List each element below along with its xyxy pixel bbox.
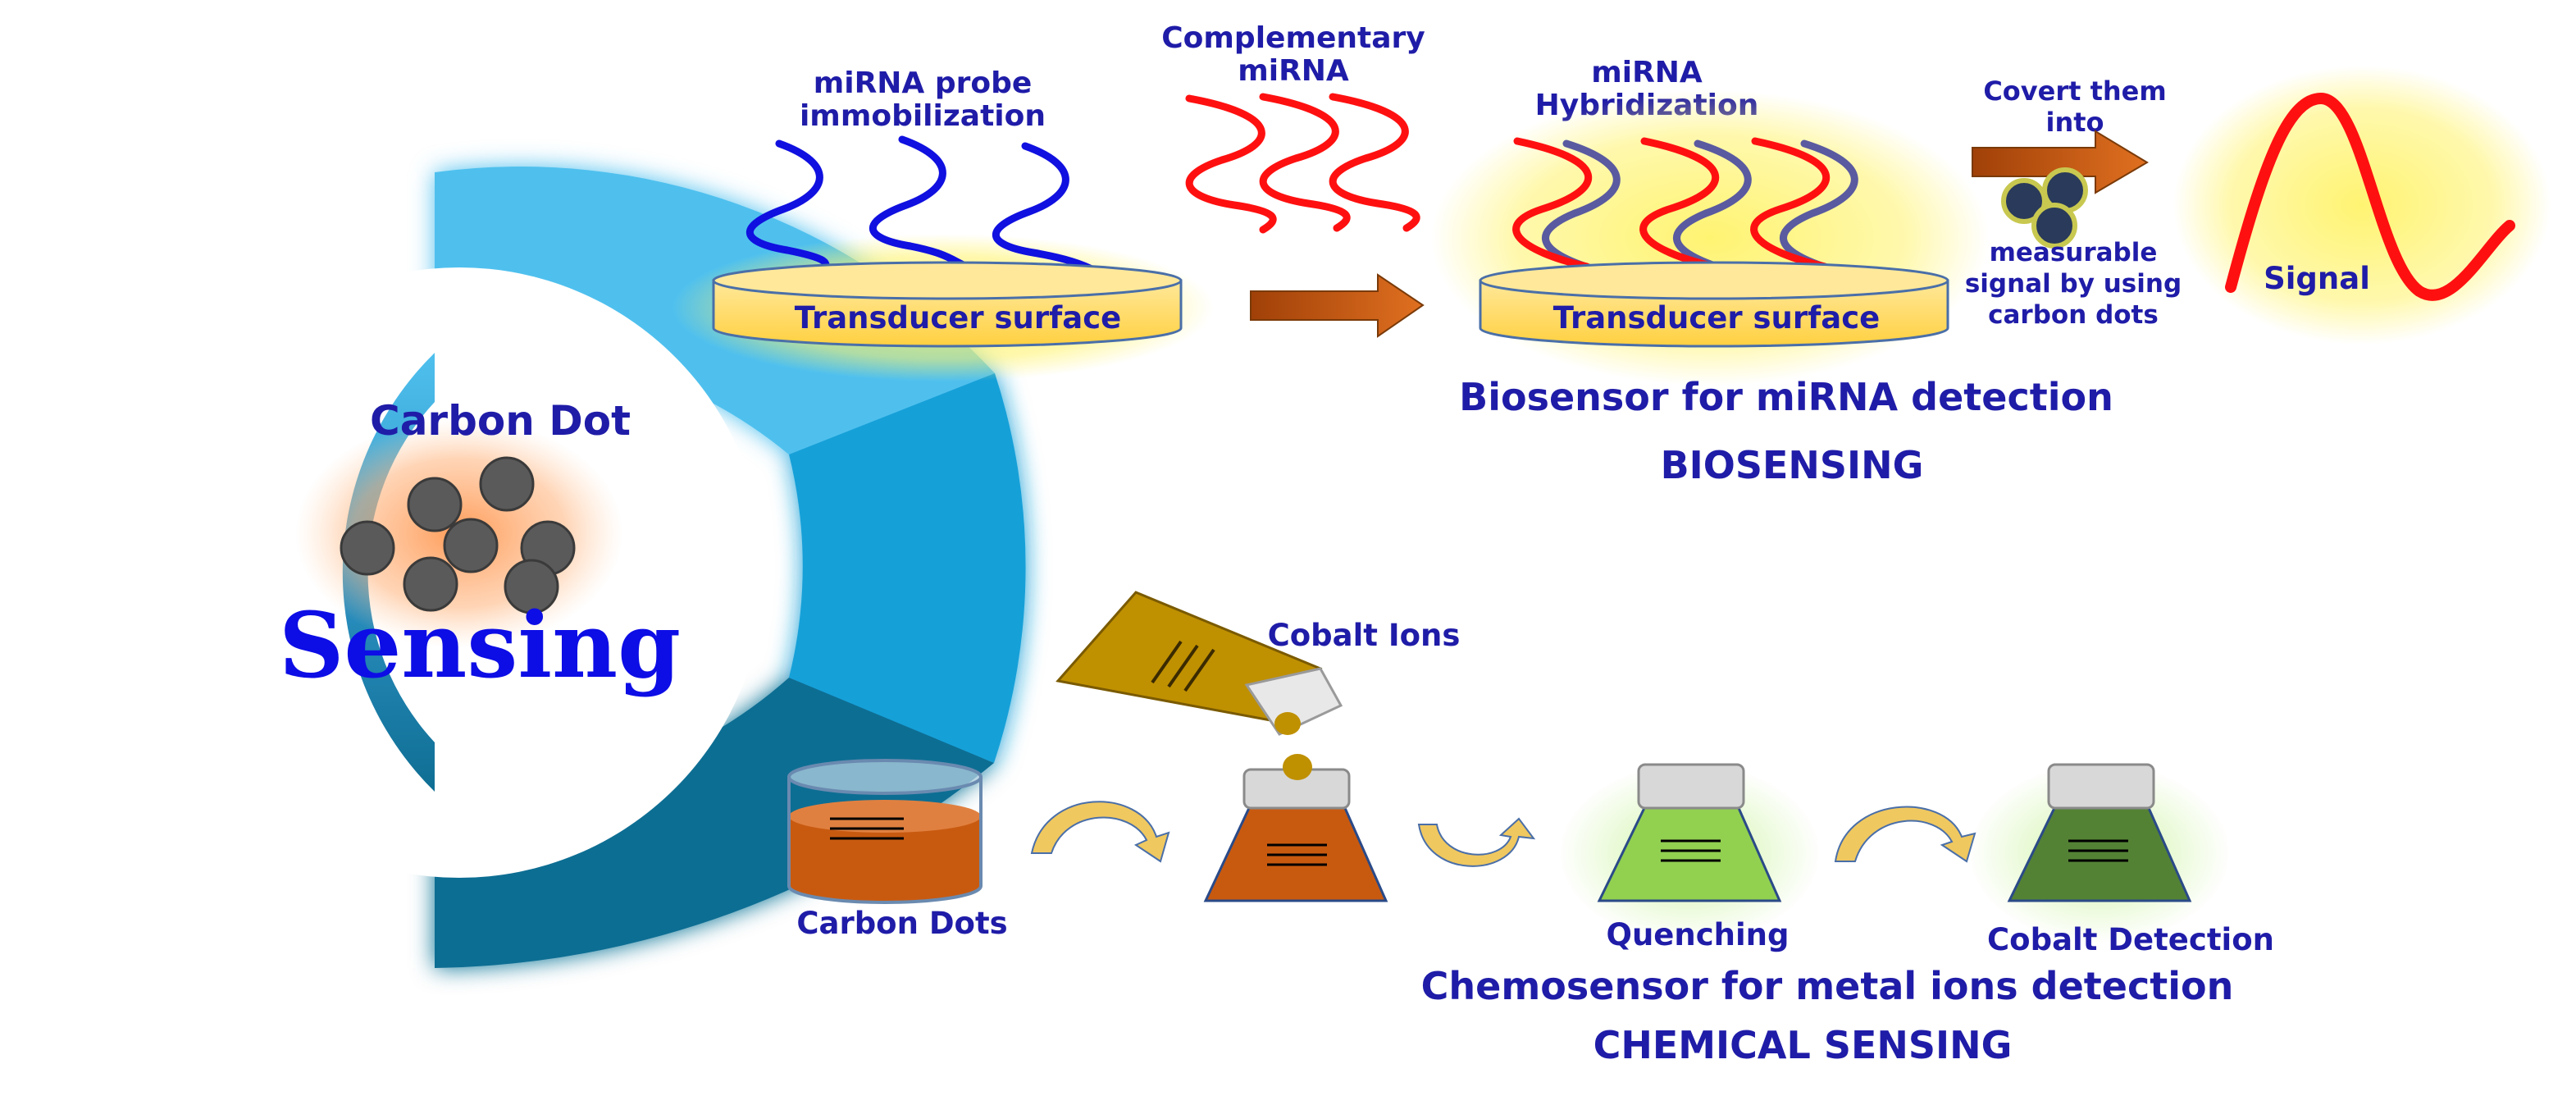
dna-strand-icon	[1750, 137, 1831, 271]
dna-strand-icon	[992, 142, 1099, 275]
convert-line1: Covert them	[1983, 75, 2166, 107]
complementary-strands	[1185, 93, 1420, 234]
transducer-label-2: Transducer surface	[1553, 300, 1880, 336]
dna-strand-icon	[1512, 137, 1593, 271]
dna-strand-icon	[745, 139, 830, 275]
transducer-surface-1: Transducer surface	[712, 261, 1183, 348]
transducer-top	[1479, 261, 1949, 300]
sensing-title: Sensing	[279, 592, 681, 698]
signal-dots	[2001, 167, 2088, 249]
convert-line2: into	[2045, 107, 2104, 138]
dna-strand-icon	[1329, 93, 1420, 232]
convert-arrow	[1972, 130, 2149, 194]
process-arrow	[1250, 273, 1425, 338]
chemical-title: CHEMICAL SENSING	[1593, 1023, 2013, 1067]
carbon-dot	[2001, 178, 2047, 224]
flask-cap	[2047, 763, 2155, 810]
quenching-label: Quenching	[1606, 917, 1789, 952]
bottle-mark	[1167, 644, 1199, 688]
carbon-dot	[407, 477, 463, 532]
beaker-icon	[787, 759, 983, 904]
cobalt-ions-label: Cobalt Ions	[1268, 618, 1461, 653]
dna-strand-icon	[1185, 94, 1277, 234]
flask-orange	[1203, 754, 1388, 902]
ring-segment-mid	[789, 373, 1026, 763]
flask-dark-green	[2007, 763, 2192, 902]
carbon-dot	[2031, 203, 2077, 249]
measurable-line3: carbon dots	[1988, 300, 2159, 330]
chemical-caption: Chemosensor for metal ions detection	[1421, 964, 2234, 1008]
transducer-surface-2: Transducer surface	[1479, 261, 1949, 348]
curved-arrow-icon	[1417, 817, 1536, 867]
signal-glow	[2173, 66, 2551, 345]
dna-backbone	[1542, 139, 1621, 275]
dna-backbone	[1780, 139, 1858, 275]
bottle-cap	[1244, 667, 1343, 736]
dna-strand-icon	[1259, 93, 1351, 232]
complementary-line2: miRNA	[1238, 54, 1349, 88]
measurable-line1: measurable	[1990, 238, 2158, 267]
carbon-dots-label: Carbon Dots	[796, 906, 1007, 941]
beaker-glass	[787, 777, 983, 904]
curved-arrow-icon	[1030, 801, 1170, 863]
cobalt-drop	[1274, 712, 1301, 735]
hybridized-strands	[1512, 137, 1858, 275]
dna-backbone	[1673, 139, 1752, 275]
carbon-dot	[504, 559, 559, 614]
carbon-dot	[340, 520, 395, 576]
beaker-rim	[787, 759, 983, 795]
cobalt-bottle	[1055, 591, 1343, 736]
carbon-dot	[403, 556, 458, 612]
measurable-line2: signal by using	[1965, 269, 2182, 299]
dna-probe-strands	[745, 135, 1099, 275]
cobalt-drop	[1283, 754, 1312, 780]
carbon-dot	[479, 456, 535, 512]
bottle-mark	[1151, 640, 1183, 684]
dna-strand-icon	[1639, 137, 1720, 271]
complementary-line1: Complementary	[1161, 21, 1425, 55]
probe-label-line1: miRNA probe	[814, 66, 1033, 100]
beaker-solution-top	[789, 800, 981, 833]
probe-label-line2: immobilization	[800, 99, 1046, 133]
carbon-dot-title: Carbon Dot	[370, 397, 631, 445]
curved-arrow-icon	[1834, 806, 1976, 863]
flask-cap	[1637, 763, 1745, 810]
transducer-label-1: Transducer surface	[795, 300, 1121, 336]
carbon-dot	[443, 518, 499, 573]
signal-label: Signal	[2264, 261, 2370, 296]
hybrid-line1: miRNA	[1591, 56, 1703, 89]
cobalt-detection-label: Cobalt Detection	[1987, 922, 2274, 957]
dna-strand-icon	[869, 135, 980, 275]
biosensing-title: BIOSENSING	[1661, 443, 1924, 487]
bottle-mark	[1183, 648, 1215, 692]
ring-segment-dark	[435, 678, 994, 968]
biosensing-caption: Biosensor for miRNA detection	[1459, 375, 2113, 419]
carbon-dot-cluster	[295, 418, 623, 648]
flask-green	[1597, 763, 1782, 902]
transducer-top	[712, 261, 1183, 300]
signal-peak-icon	[2225, 92, 2515, 301]
